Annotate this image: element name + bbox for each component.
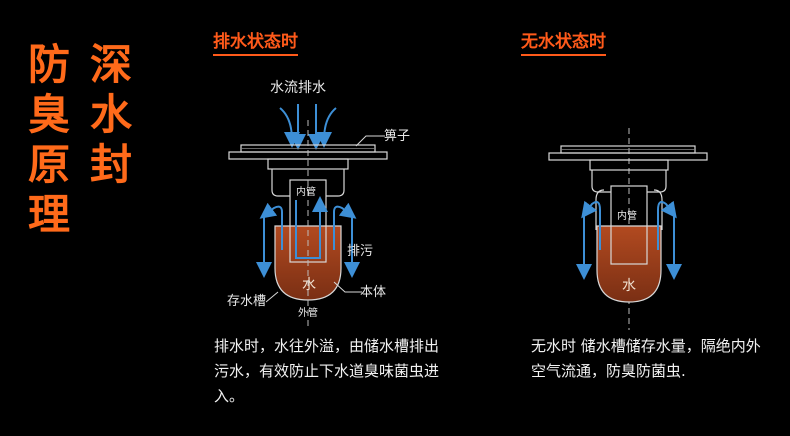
outer-body [591, 170, 667, 230]
inner-pipe-label: 内管 [617, 209, 637, 222]
dry-state-diagram: 内管 水 [548, 128, 708, 330]
main-title-char: 防 [27, 40, 70, 89]
inner-pipe-label: 内管 [296, 185, 316, 198]
main-title-column-1: 防 臭 原 理 [26, 40, 72, 240]
grate-leader-line [355, 135, 385, 147]
discharge-label: 排污 [347, 244, 373, 259]
main-title-char: 臭 [27, 90, 70, 139]
body-leader-line [333, 281, 362, 293]
grate [548, 145, 708, 171]
water-label: 水 [622, 278, 636, 294]
drain-state-heading: 排水状态时 [213, 32, 298, 56]
inner-pipe [610, 185, 648, 265]
body-label: 本体 [360, 285, 386, 300]
main-title-char: 理 [27, 190, 70, 239]
main-title-char: 原 [27, 140, 70, 189]
side-flow-arrows [576, 200, 682, 280]
grate-label: 箅子 [384, 128, 410, 144]
storage-label: 存水槽 [227, 294, 266, 309]
main-title-char: 水 [89, 90, 132, 139]
main-title-char: 深 [89, 40, 132, 89]
dry-state-heading: 无水状态时 [521, 32, 606, 56]
water-label: 水 [302, 277, 316, 293]
drain-state-diagram: 水流排水 箅子 内管 [227, 80, 410, 330]
flow-label: 水流排水 [270, 80, 326, 96]
inflow-arrows [279, 104, 337, 150]
internal-flow-arrows [256, 196, 360, 278]
outer-pipe-label: 外管 [298, 306, 318, 319]
storage-leader-line [265, 291, 279, 303]
main-title-char: 封 [89, 140, 132, 189]
outer-body [271, 169, 345, 197]
main-title-column-2: 深 水 封 [88, 40, 134, 190]
drain-state-description: 排水时，水往外溢，由储水槽排出污水，有效防止下水道臭味菌虫进入。 [214, 337, 440, 405]
dry-state-description: 无水时 储水槽储存水量，隔绝内外空气流通，防臭防菌虫. [531, 337, 761, 380]
